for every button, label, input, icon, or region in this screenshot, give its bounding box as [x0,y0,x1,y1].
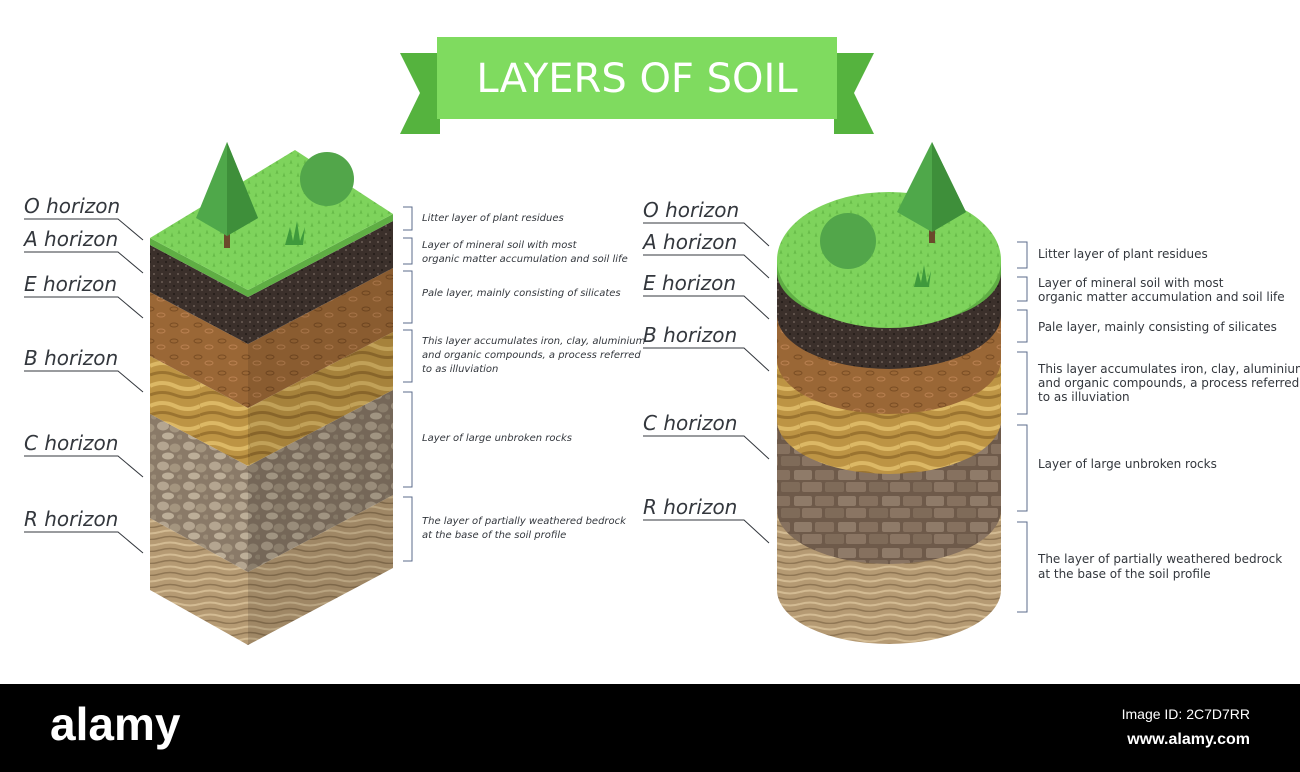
left-soil-block [150,142,393,645]
left-c-desc-line-1: Layer of large unbroken rocks [422,433,572,444]
left-c-horizon-layer [150,390,393,572]
page-title: LAYERS OF SOIL [476,56,798,102]
left-b-desc-line-2: and organic compounds, a process referre… [422,350,641,361]
right-r-desc-line-2: at the base of the soil profile [1038,567,1211,581]
left-b-description: This layer accumulates iron, clay, alumi… [422,336,649,375]
right-o-description: Litter layer of plant residues [1038,247,1208,261]
left-tree-trunk [224,228,230,248]
right-b-desc-line-1: This layer accumulates iron, clay, alumi… [1037,362,1300,376]
banner-body [437,37,837,119]
left-a-desc-line-1: Layer of mineral soil with most [422,240,578,251]
right-c-description: Layer of large unbroken rocks [1038,457,1217,471]
right-r-horizon-label: R horizon [643,495,737,519]
right-a-horizon-label: A horizon [641,230,737,254]
right-label-c: C horizon [643,411,770,460]
footer-bar: alamy Image ID: 2C7D7RR www.alamy.com [0,684,1300,772]
left-label-o: O horizon [24,194,144,241]
right-r-desc-line-1: The layer of partially weathered bedrock [1037,552,1282,566]
left-label-c: C horizon [24,431,144,478]
right-horizon-labels: O horizon A horizon E horizon B horizon … [641,198,770,544]
left-descriptions: Litter layer of plant residues Layer of … [403,206,649,562]
banner-left-ribbon [400,53,440,134]
right-c-desc-line-1: Layer of large unbroken rocks [1038,457,1217,471]
right-e-horizon-label: E horizon [643,271,736,295]
left-r-desc-line-2: at the base of the soil profile [422,530,566,541]
left-r-horizon-label: R horizon [24,507,118,531]
left-r-horizon-layer [150,495,393,645]
right-b-horizon-label: B horizon [643,323,737,347]
footer-image-id: Image ID: 2C7D7RR [1122,706,1250,722]
left-e-horizon-layer [150,268,393,408]
left-a-desc-line-2: organic matter accumulation and soil lif… [422,254,628,265]
right-b-description: This layer accumulates iron, clay, alumi… [1037,362,1300,404]
right-a-desc-line-2: organic matter accumulation and soil lif… [1038,290,1285,304]
left-label-a: A horizon [22,227,144,274]
left-o-desc-line-1: Litter layer of plant residues [422,213,564,224]
right-label-o: O horizon [643,198,770,247]
right-descriptions: Litter layer of plant residues Layer of … [1017,241,1300,613]
right-grass-tuft-icon [914,265,931,287]
footer-logo: alamy [50,698,181,750]
left-c-description: Layer of large unbroken rocks [422,433,572,444]
left-b-desc-line-1: This layer accumulates iron, clay, alumi… [422,336,646,347]
left-e-desc-line-1: Pale layer, mainly consisting of silicat… [422,288,621,299]
right-e-description: Pale layer, mainly consisting of silicat… [1038,320,1277,334]
right-b-desc-line-3: to as illuviation [1038,390,1130,404]
right-r-description: The layer of partially weathered bedrock… [1037,552,1286,581]
footer-url[interactable]: www.alamy.com [1126,731,1250,748]
right-o-desc-line-1: Litter layer of plant residues [1038,247,1208,261]
left-b-horizon-layer [150,332,393,466]
left-e-description: Pale layer, mainly consisting of silicat… [422,288,621,299]
left-c-horizon-label: C horizon [24,431,118,455]
footer-background [0,684,1300,772]
right-e-desc-line-1: Pale layer, mainly consisting of silicat… [1038,320,1277,334]
right-label-r: R horizon [643,495,770,544]
left-o-horizon-label: O horizon [24,194,120,218]
title-banner: LAYERS OF SOIL [400,37,874,134]
right-soil-cylinder [777,142,1001,644]
left-r-desc-line-1: The layer of partially weathered bedrock [422,516,627,527]
right-o-horizon-label: O horizon [643,198,739,222]
left-b-horizon-label: B horizon [24,346,118,370]
left-a-horizon-label: A horizon [22,227,118,251]
left-b-desc-line-3: to as illuviation [422,364,498,375]
right-bush-icon [820,213,876,269]
banner-right-ribbon [834,53,874,134]
right-label-a: A horizon [641,230,770,279]
left-label-e: E horizon [24,272,144,319]
left-o-description: Litter layer of plant residues [422,213,564,224]
left-a-description: Layer of mineral soil with most organic … [422,240,628,265]
right-o-horizon-layer [777,192,1001,328]
right-label-b: B horizon [643,323,770,372]
left-horizon-labels: O horizon A horizon E horizon B horizon … [22,194,144,554]
left-a-horizon-layer [150,221,393,344]
right-tree-trunk [929,225,935,243]
right-label-e: E horizon [643,271,770,320]
left-r-description: The layer of partially weathered bedrock… [422,516,629,541]
left-label-b: B horizon [24,346,144,393]
left-e-horizon-label: E horizon [24,272,117,296]
right-a-description: Layer of mineral soil with most organic … [1038,276,1285,304]
left-grass-tuft-icon [285,221,305,245]
left-label-r: R horizon [24,507,144,554]
right-b-desc-line-2: and organic compounds, a process referre… [1038,376,1299,390]
right-a-desc-line-1: Layer of mineral soil with most [1038,276,1224,290]
left-bush-icon [300,152,354,206]
right-c-horizon-label: C horizon [643,411,737,435]
